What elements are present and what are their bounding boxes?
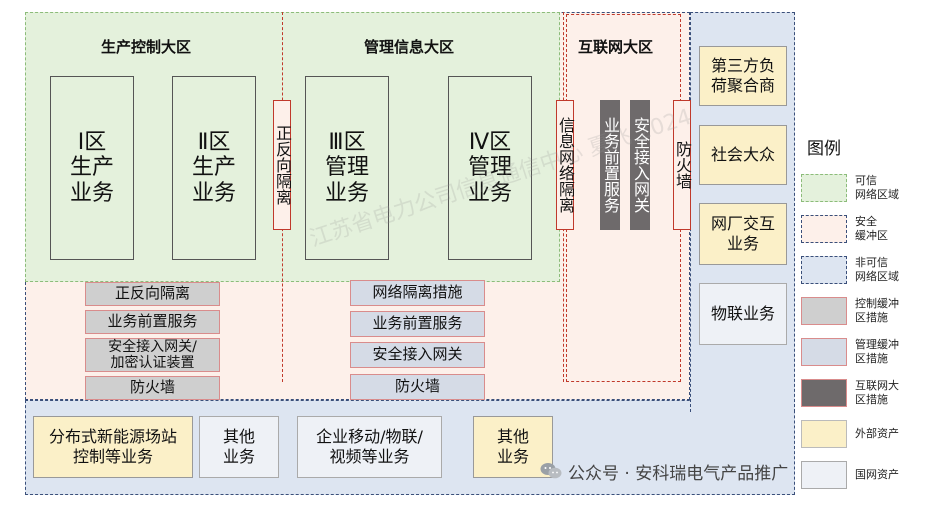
enterprise-mobile-box: 企业移动/物联/ 视频等业务 (297, 416, 442, 478)
legend-swatch (801, 256, 847, 284)
mgmt-measure-access-gateway: 安全接入网关 (350, 342, 485, 368)
legend-label: 非可信 网络区域 (855, 256, 899, 283)
legend-swatch (801, 420, 847, 448)
internet-front-service-label: 业务前置服务 (600, 100, 620, 230)
legend-swatch (801, 461, 847, 489)
internet-firewall-label: 防火墙 (673, 100, 692, 230)
legend: 图例 可信 网络区域安全 缓冲区非可信 网络区域控制缓冲 区措施管理缓冲 区措施… (797, 130, 934, 505)
management-info-title: 管理信息大区 (364, 38, 455, 56)
legend-label: 安全 缓冲区 (855, 215, 888, 242)
other-business-box-2: 其他 业务 (473, 416, 553, 478)
legend-label: 外部资产 (855, 427, 899, 440)
legend-swatch (801, 215, 847, 243)
mgmt-measure-network-isolation: 网络隔离措施 (350, 280, 485, 306)
ctrl-measure-firewall: 防火墙 (85, 376, 220, 400)
zone2-production-box: Ⅱ区 生产 业务 (172, 76, 256, 260)
legend-label: 控制缓冲 区措施 (855, 297, 899, 324)
third-party-aggregator-box: 第三方负 荷聚合商 (699, 46, 787, 106)
zone4-management-box: Ⅳ区 管理 业务 (448, 76, 532, 260)
legend-title: 图例 (807, 139, 841, 159)
forward-reverse-isolation-label: 正反向隔离 (273, 100, 292, 230)
ctrl-measure-isolation: 正反向隔离 (85, 282, 220, 306)
footer-brand: 公众号 · 安科瑞电气产品推广 (540, 458, 788, 484)
wechat-icon (540, 462, 562, 480)
info-network-isolation-label: 信息网络隔离 (556, 100, 575, 230)
ctrl-measure-gateway-encryption: 安全接入网关/ 加密认证装置 (85, 338, 220, 372)
internet-access-gateway-label: 安全接入网关 (630, 100, 650, 230)
mgmt-measure-firewall: 防火墙 (350, 374, 485, 400)
legend-label: 互联网大 区措施 (855, 379, 899, 406)
mgmt-measure-front-service: 业务前置服务 (350, 311, 485, 337)
plant-interaction-box: 网厂交互 业务 (699, 203, 787, 265)
internet-zone-border (566, 14, 681, 382)
legend-label: 可信 网络区域 (855, 174, 899, 201)
legend-swatch (801, 379, 847, 407)
zone1-production-box: Ⅰ区 生产 业务 (50, 76, 134, 260)
production-control-title: 生产控制大区 (101, 38, 192, 56)
iot-business-box: 物联业务 (699, 283, 787, 345)
legend-label: 管理缓冲 区措施 (855, 338, 899, 365)
ctrl-measure-front-service: 业务前置服务 (85, 310, 220, 334)
legend-label: 国网资产 (855, 468, 899, 481)
zone3-management-box: Ⅲ区 管理 业务 (305, 76, 389, 260)
internet-zone-title: 互联网大区 (578, 38, 654, 56)
other-business-box-1: 其他 业务 (199, 416, 279, 478)
legend-swatch (801, 174, 847, 202)
footer-brand-text: 公众号 · 安科瑞电气产品推广 (568, 463, 789, 484)
legend-swatch (801, 338, 847, 366)
public-box: 社会大众 (699, 125, 787, 185)
legend-swatch (801, 297, 847, 325)
distributed-energy-box: 分布式新能源场站 控制等业务 (33, 416, 193, 478)
